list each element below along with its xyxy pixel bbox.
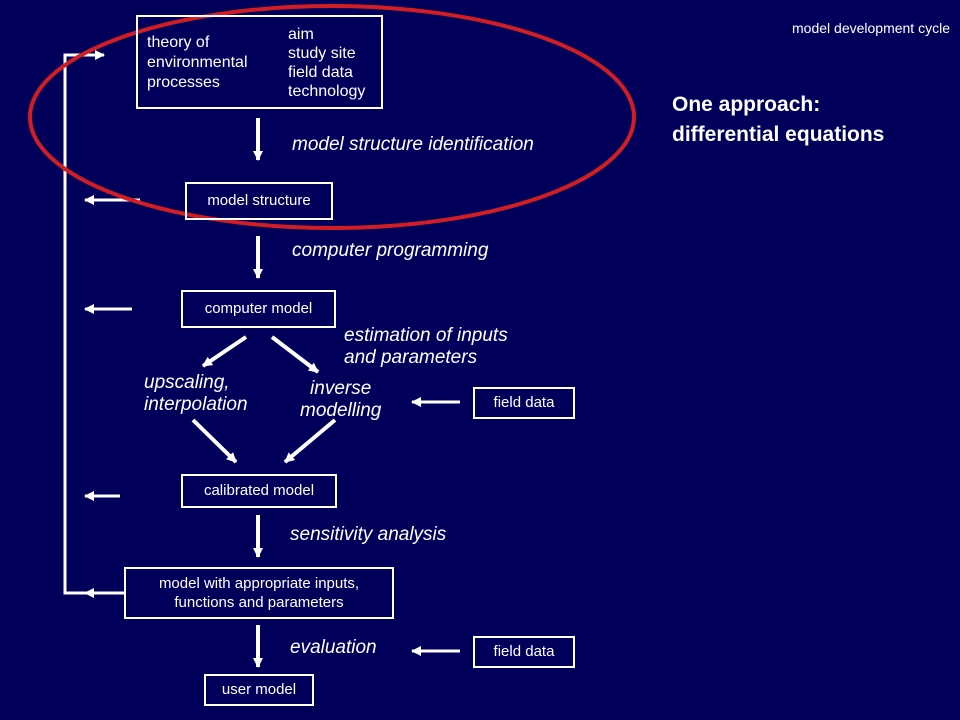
- step-upscaling: upscaling, interpolation: [144, 372, 248, 415]
- theory-left-text: theory of environmental processes: [147, 34, 248, 91]
- field-data-box-2: field data: [473, 636, 575, 668]
- theory-right-text: aim study site field data technology: [288, 26, 366, 100]
- theory-box: theory of environmental processes aim st…: [136, 15, 383, 109]
- step-sensitivity: sensitivity analysis: [290, 524, 447, 545]
- step-programming: computer programming: [292, 240, 489, 261]
- step-inverse-modelling: inverse modelling: [300, 378, 382, 421]
- approach-callout: One approach: differential equations: [672, 90, 884, 150]
- arrow-inverse-to-calibrated: [283, 418, 337, 464]
- slide-title: model development cycle: [792, 20, 950, 36]
- highlight-ellipse: [28, 4, 636, 230]
- approach-line-1: One approach:: [672, 93, 821, 116]
- step-evaluation: evaluation: [290, 637, 377, 658]
- appropriate-model-box: model with appropriate inputs, functions…: [124, 567, 394, 619]
- field-data-box-1: field data: [473, 387, 575, 419]
- feedback-line: [63, 53, 125, 595]
- approach-line-2: differential equations: [672, 123, 885, 146]
- arrow-to-inverse: [270, 335, 320, 374]
- arrow-upscaling-to-calibrated: [191, 418, 238, 464]
- step-estimation: estimation of inputs and parameters: [344, 325, 508, 368]
- model-structure-box: model structure: [185, 182, 333, 220]
- arrow-to-upscaling: [201, 335, 248, 368]
- computer-model-box: computer model: [181, 290, 336, 328]
- user-model-box: user model: [204, 674, 314, 706]
- step-structure-identification: model structure identification: [292, 134, 534, 155]
- calibrated-model-box: calibrated model: [181, 474, 337, 508]
